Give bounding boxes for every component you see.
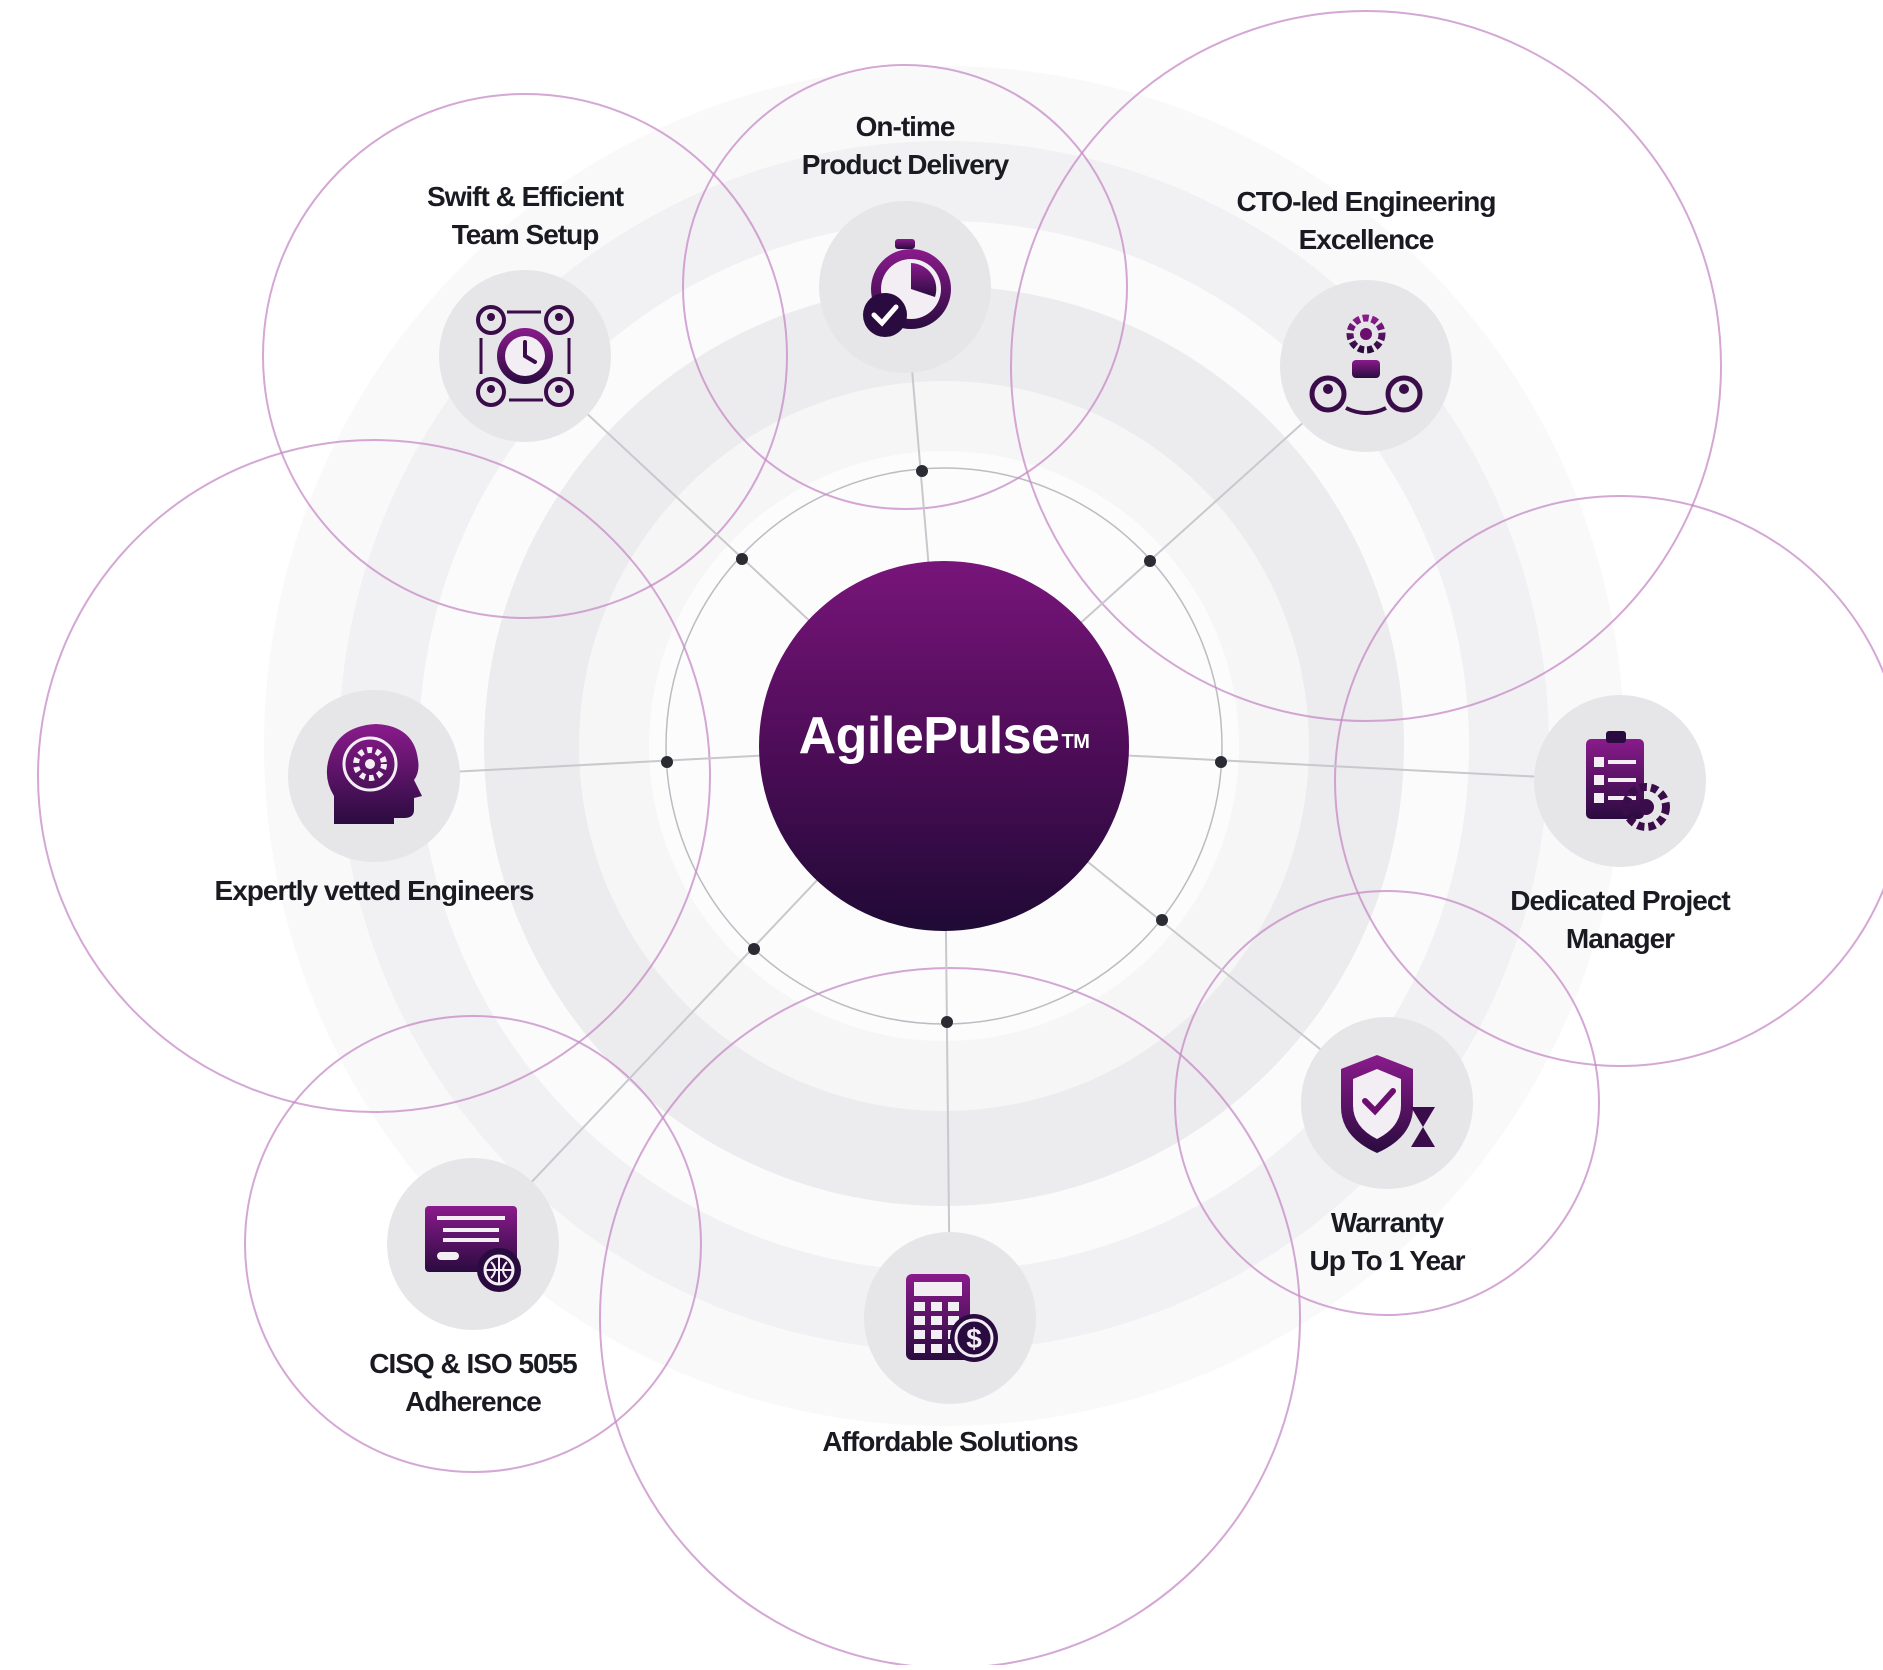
feature-node-6	[288, 690, 460, 862]
spoke-dot-6	[661, 756, 673, 768]
feature-label-line: CTO-led Engineering	[1236, 186, 1497, 217]
feature-node-3	[1301, 1017, 1473, 1189]
svg-text:$: $	[966, 1323, 982, 1354]
satellite-circle-5	[244, 1015, 702, 1473]
satellite-circle-1	[1010, 10, 1722, 722]
feature-label-line: Swift & Efficient	[426, 181, 624, 212]
feature-label-line: CISQ & ISO 5055	[369, 1348, 578, 1379]
satellite-circle-6	[37, 439, 711, 1113]
feature-node-1	[1280, 280, 1452, 452]
team-gear-chat-icon	[1309, 314, 1423, 415]
feature-label-line: Excellence	[1298, 224, 1435, 255]
head-brain-gear-icon	[326, 724, 422, 824]
feature-label-line: On-time	[855, 111, 956, 142]
calculator-dollar-icon: $	[906, 1274, 998, 1362]
trademark-mark: TM	[1061, 731, 1090, 753]
feature-label-line: Product Delivery	[801, 149, 1010, 180]
certificate-globe-icon	[425, 1206, 521, 1292]
feature-label-line: Affordable Solutions	[822, 1426, 1078, 1457]
spoke-dot-0	[916, 465, 928, 477]
shield-hourglass-icon	[1341, 1055, 1435, 1153]
feature-label-line: Expertly vetted Engineers	[214, 875, 535, 906]
spoke-dot-3	[1156, 914, 1168, 926]
feature-label-line: Manager	[1565, 923, 1675, 954]
feature-label-line: Adherence	[405, 1386, 542, 1417]
feature-label-line: Up To 1 Year	[1309, 1245, 1465, 1276]
feature-node-5	[387, 1158, 559, 1330]
feature-node-4: $	[864, 1232, 1036, 1404]
clipboard-gear-icon	[1586, 731, 1670, 831]
feature-label-4: Affordable Solutions	[770, 1423, 1130, 1461]
icon-nodes: $	[288, 201, 1706, 1404]
feature-label-6: Expertly vetted Engineers	[194, 872, 554, 910]
feature-node-2	[1534, 695, 1706, 867]
feature-label-3: Warranty Up To 1 Year	[1207, 1204, 1567, 1280]
feature-node-0	[819, 201, 991, 373]
feature-label-line: Team Setup	[451, 219, 600, 250]
feature-node-7	[439, 270, 611, 442]
spoke-dot-2	[1215, 756, 1227, 768]
stopwatch-check-icon	[863, 239, 951, 337]
feature-label-line: Dedicated Project	[1510, 885, 1731, 916]
hub-title-text: AgilePulse	[798, 707, 1060, 765]
satellite-circle-2	[1334, 495, 1883, 1067]
spoke-dot-1	[1144, 555, 1156, 567]
team-clock-cycle-icon	[476, 305, 574, 407]
spoke-dot-5	[748, 943, 760, 955]
spoke-dot-4	[941, 1016, 953, 1028]
feature-label-line: Warranty	[1330, 1207, 1444, 1238]
spoke-dot-7	[736, 553, 748, 565]
satellite-circle-3	[1174, 890, 1600, 1316]
satellite-circle-0	[682, 64, 1128, 510]
hub-circle	[759, 561, 1129, 931]
satellite-circle-7	[262, 93, 788, 619]
